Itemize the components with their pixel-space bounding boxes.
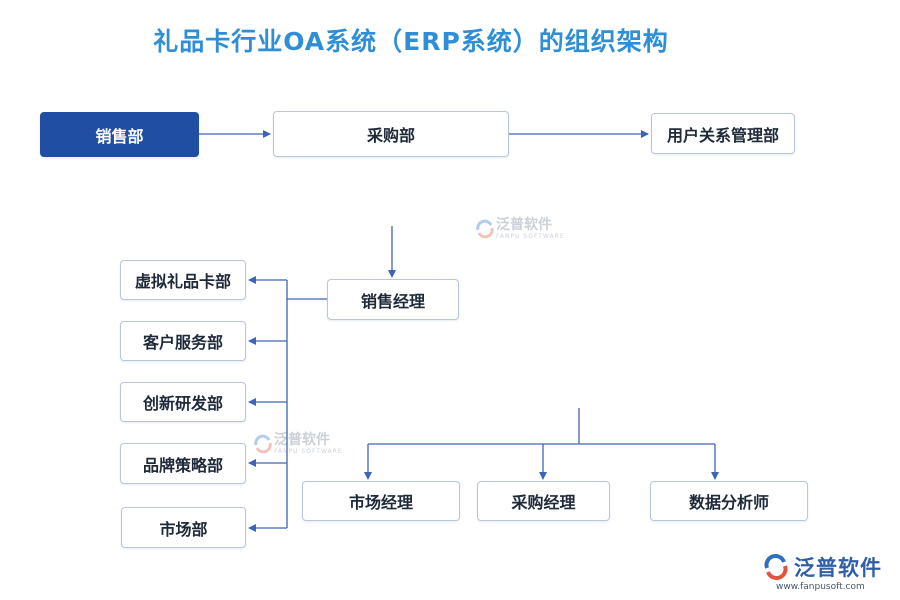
node-purchasing-manager: 采购经理 xyxy=(477,481,610,521)
watermark-cn: 泛普软件 xyxy=(274,432,330,448)
watermark-logo-icon xyxy=(254,434,272,454)
node-market-dept: 市场部 xyxy=(121,507,246,548)
logo-url: www.fanpusoft.com xyxy=(776,582,865,592)
watermark-en: FANPU SOFTWARE xyxy=(496,233,565,240)
node-sales-dept: 销售部 xyxy=(40,112,199,157)
node-purchasing-dept: 采购部 xyxy=(273,111,509,157)
node-crm-dept: 用户关系管理部 xyxy=(651,113,795,154)
node-innovation-dept: 创新研发部 xyxy=(120,382,246,422)
watermark-en: FANPU SOFTWARE xyxy=(274,448,343,455)
node-data-analyst: 数据分析师 xyxy=(650,481,808,521)
watermark-cn: 泛普软件 xyxy=(496,217,552,233)
node-sales-manager: 销售经理 xyxy=(327,279,459,320)
node-virtual-card-dept: 虚拟礼品卡部 xyxy=(120,260,246,300)
watermark-logo-icon xyxy=(476,219,494,239)
page-title: 礼品卡行业OA系统（ERP系统）的组织架构 xyxy=(153,27,669,56)
node-brand-strategy-dept: 品牌策略部 xyxy=(120,443,246,484)
fanpu-logo-icon xyxy=(764,554,788,580)
logo-text: 泛普软件 xyxy=(794,556,882,580)
node-customer-service-dept: 客户服务部 xyxy=(120,321,246,361)
brand-logo: 泛普软件 www.fanpusoft.com xyxy=(762,552,882,592)
node-market-manager: 市场经理 xyxy=(302,481,460,521)
